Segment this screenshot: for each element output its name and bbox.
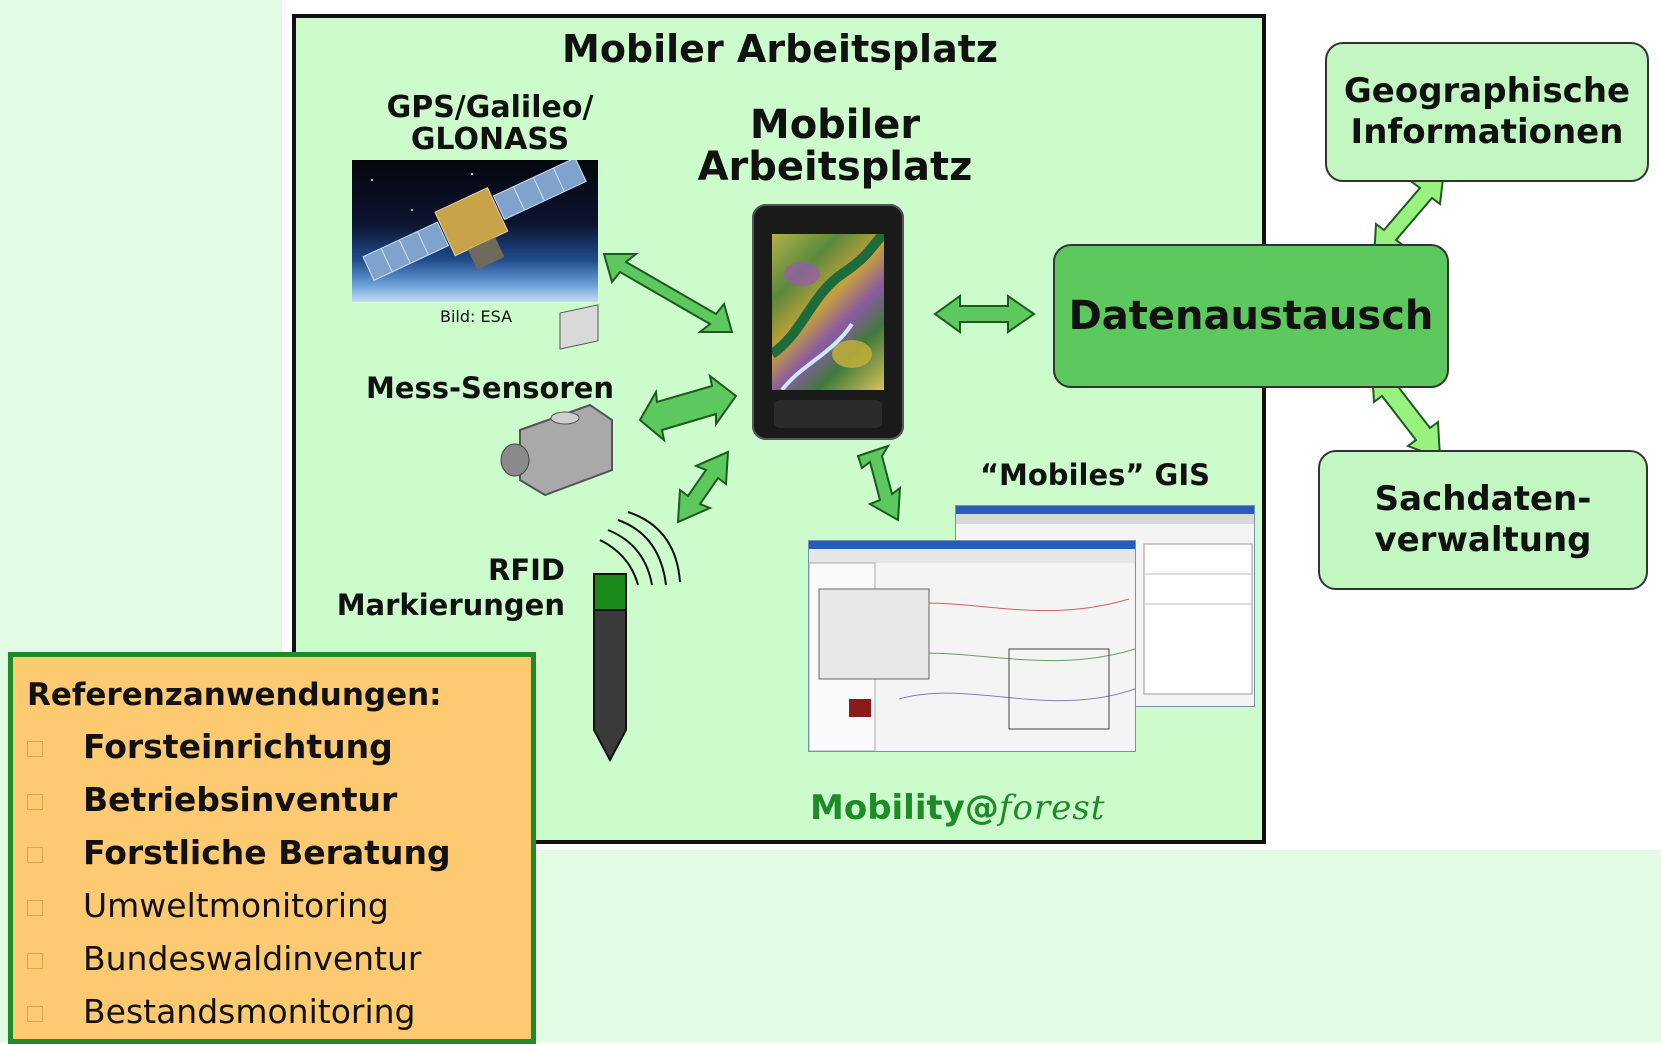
pda-device	[752, 204, 904, 440]
brand-suffix: forest	[998, 788, 1106, 828]
rfid-label: RFID Markierungen	[330, 553, 565, 623]
satellite-icon	[362, 160, 587, 281]
reference-applications-box: Referenzanwendungen: Forsteinrichtung Be…	[8, 652, 536, 1044]
gps-label-line-2: GLONASS	[410, 121, 570, 157]
gis-screenshot-front	[808, 540, 1136, 752]
arrow-gps-device	[602, 253, 734, 333]
bullet-icon	[27, 1005, 43, 1022]
reference-item: Bundeswaldinventur	[27, 939, 422, 978]
arrow-device-gis	[856, 444, 902, 522]
sensor-device-icon	[500, 304, 613, 497]
reference-item: Bestandsmonitoring	[27, 992, 416, 1031]
arrows	[602, 253, 1036, 524]
arrow-rfid-device	[676, 450, 730, 524]
pda-map-screen	[769, 230, 888, 392]
bullet-icon	[27, 740, 43, 757]
arrow-device-datenaustausch	[933, 294, 1036, 334]
panel-title: Mobiler Arbeitsplatz	[562, 27, 998, 71]
datenaustausch-label: Datenaustausch	[1068, 293, 1434, 339]
datenaustausch-box: Datenaustausch	[1053, 244, 1449, 388]
brand-main: Mobility@	[810, 788, 999, 828]
gps-label: GPS/Galileo/ GLONASS	[340, 92, 640, 155]
sachdaten-box: Sachdaten- verwaltung	[1318, 450, 1648, 590]
geo-info-box: Geographische Informationen	[1325, 42, 1649, 182]
reference-item: Betriebsinventur	[27, 780, 397, 819]
sachdaten-line-2: verwaltung	[1374, 520, 1592, 560]
reference-item: Forstliche Beratung	[27, 833, 451, 872]
rfid-pen-icon	[593, 573, 627, 763]
gis-titlebar	[809, 541, 1135, 549]
satellite-photo	[352, 160, 598, 302]
pda-buttons	[774, 400, 882, 428]
rfid-signal-icon	[599, 511, 681, 586]
reference-item: Forsteinrichtung	[27, 727, 393, 766]
bullet-icon	[27, 952, 43, 969]
reference-item: Umweltmonitoring	[27, 886, 389, 925]
gps-label-line-1: GPS/Galileo/	[386, 90, 594, 125]
device-label-line-1: Mobiler	[749, 102, 921, 148]
geo-info-line-1: Geographische	[1343, 71, 1631, 112]
gis-titlebar	[956, 506, 1254, 514]
device-label: Mobiler Arbeitsplatz	[680, 104, 990, 188]
gis-label: “Mobiles” GIS	[979, 458, 1211, 492]
bullet-icon	[27, 899, 43, 916]
image-credit: Bild: ESA	[440, 307, 513, 326]
sensor-label: Mess-Sensoren	[365, 371, 615, 405]
mobility-forest-logo: Mobility@forest	[810, 788, 1105, 828]
bullet-icon	[27, 793, 43, 810]
device-label-line-2: Arbeitsplatz	[697, 144, 973, 190]
arrow-sensor-device	[638, 373, 738, 443]
rfid-label-line-1: RFID	[487, 553, 565, 587]
bullet-icon	[27, 846, 43, 863]
reference-title: Referenzanwendungen:	[27, 677, 442, 713]
sachdaten-line-1: Sachdaten-	[1374, 479, 1592, 520]
rfid-label-line-2: Markierungen	[336, 587, 565, 622]
geo-info-line-2: Informationen	[1350, 112, 1624, 152]
